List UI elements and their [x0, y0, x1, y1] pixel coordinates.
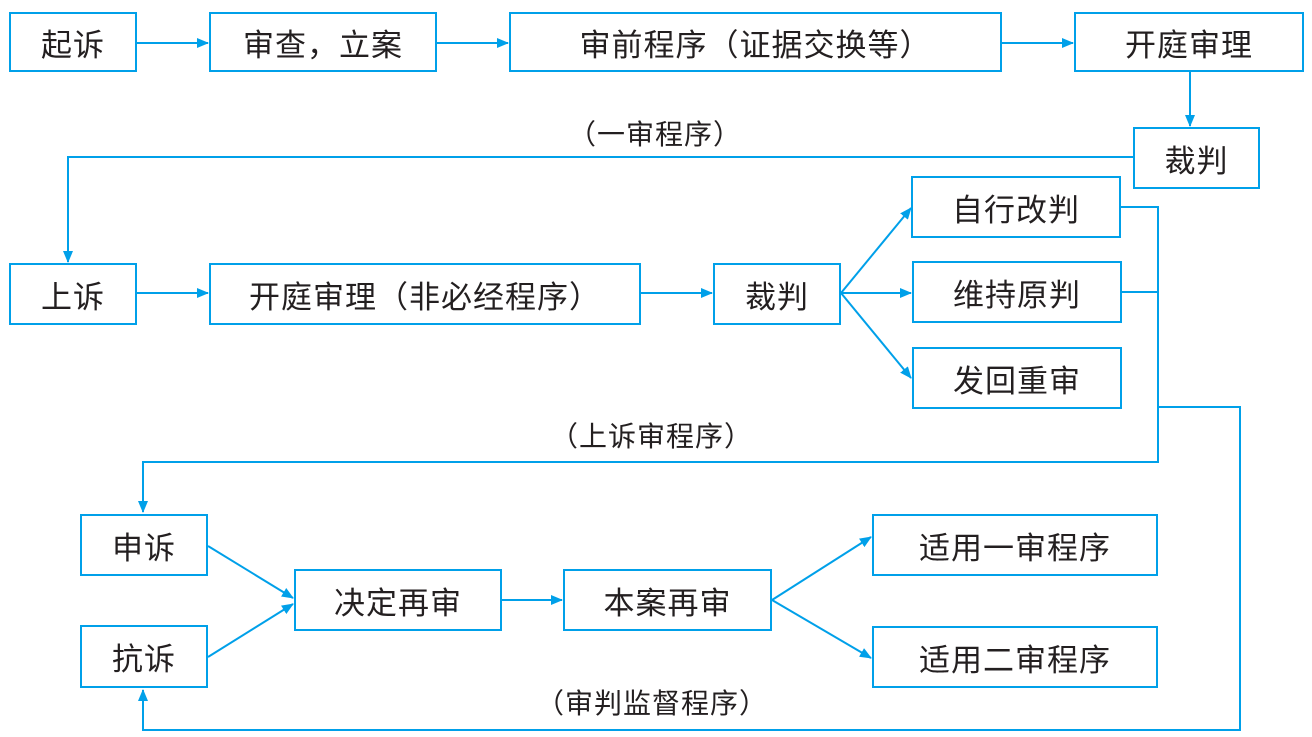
node-sue: 起诉 [9, 12, 137, 72]
arrow-judgment-to-amend [840, 207, 912, 294]
node-remand: 发回重审 [912, 347, 1122, 409]
arrow-judgment-to-appeal [63, 156, 1133, 263]
node-judgment: 裁判 [1133, 127, 1260, 189]
node-first-instance: 适用一审程序 [872, 514, 1158, 576]
node-appeal: 上诉 [9, 263, 137, 325]
node-hearing: 开庭审理 [1074, 12, 1304, 72]
arrow-protest-to-decide [207, 603, 294, 658]
arrow-retrial-to-first [771, 536, 872, 601]
arrow-petition-to-decide [207, 545, 294, 599]
arrow-loop-to-protest [138, 406, 1241, 731]
node-second-instance: 适用二审程序 [872, 626, 1158, 688]
node-retrial: 本案再审 [563, 569, 772, 631]
node-hearing-optional: 开庭审理（非必经程序） [209, 263, 641, 325]
arrow-judgment-to-remand [840, 292, 912, 379]
node-review-filing: 审查，立案 [209, 12, 437, 72]
caption-appeal-procedure: （上诉审程序） [550, 420, 754, 453]
caption-first-instance: （一审程序） [568, 118, 743, 151]
node-judgment-2: 裁判 [713, 263, 841, 325]
connector-results-bracket [138, 206, 1159, 513]
node-petition: 申诉 [80, 514, 208, 576]
node-amend: 自行改判 [911, 176, 1121, 238]
node-pretrial: 审前程序（证据交换等） [509, 12, 1002, 72]
caption-supervision-procedure: （审判监督程序） [536, 687, 769, 720]
node-decide-retrial: 决定再审 [294, 569, 502, 631]
node-protest: 抗诉 [80, 625, 208, 688]
node-uphold: 维持原判 [912, 261, 1122, 323]
arrow-retrial-to-second [771, 599, 872, 659]
